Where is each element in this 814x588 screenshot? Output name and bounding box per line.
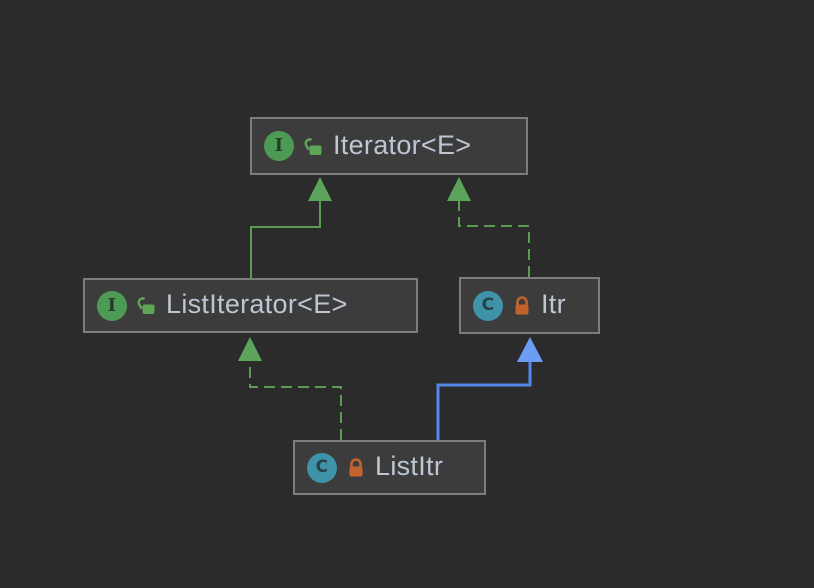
edge-listiterator-extends-iterator[interactable] bbox=[250, 200, 321, 278]
edge-arrowhead-itr-implements-iterator[interactable] bbox=[447, 177, 471, 201]
interface-icon: I bbox=[97, 290, 127, 321]
edge-arrowhead-listitr-extends-itr[interactable] bbox=[517, 337, 543, 362]
node-iterator[interactable]: I Iterator<E> bbox=[250, 117, 528, 175]
node-label: Iterator<E> bbox=[333, 129, 472, 160]
node-itr[interactable]: C Itr bbox=[459, 277, 600, 334]
interface-icon-letter: I bbox=[107, 294, 117, 316]
class-icon-letter: C bbox=[315, 457, 329, 477]
unlocked-icon bbox=[136, 295, 157, 316]
locked-icon bbox=[512, 295, 532, 316]
node-listiterator[interactable]: I ListIterator<E> bbox=[83, 278, 418, 333]
unlocked-icon bbox=[303, 136, 324, 157]
interface-icon-letter: I bbox=[274, 135, 284, 156]
node-label: ListItr bbox=[375, 451, 444, 481]
class-icon-letter: C bbox=[481, 295, 495, 315]
locked-icon bbox=[346, 457, 366, 478]
node-listitr[interactable]: C ListItr bbox=[293, 440, 486, 495]
edge-arrowhead-listiterator-extends-iterator[interactable] bbox=[308, 177, 332, 201]
node-label: Itr bbox=[541, 289, 566, 319]
edge-listitr-implements-listiterator[interactable] bbox=[249, 360, 342, 440]
class-icon: C bbox=[307, 452, 337, 483]
node-label: ListIterator<E> bbox=[166, 289, 348, 319]
interface-icon: I bbox=[264, 131, 294, 161]
edge-listitr-extends-itr[interactable] bbox=[436, 361, 532, 440]
edge-itr-implements-iterator[interactable] bbox=[458, 200, 530, 277]
class-icon: C bbox=[473, 290, 503, 321]
edge-arrowhead-listitr-implements-listiterator[interactable] bbox=[238, 337, 262, 361]
